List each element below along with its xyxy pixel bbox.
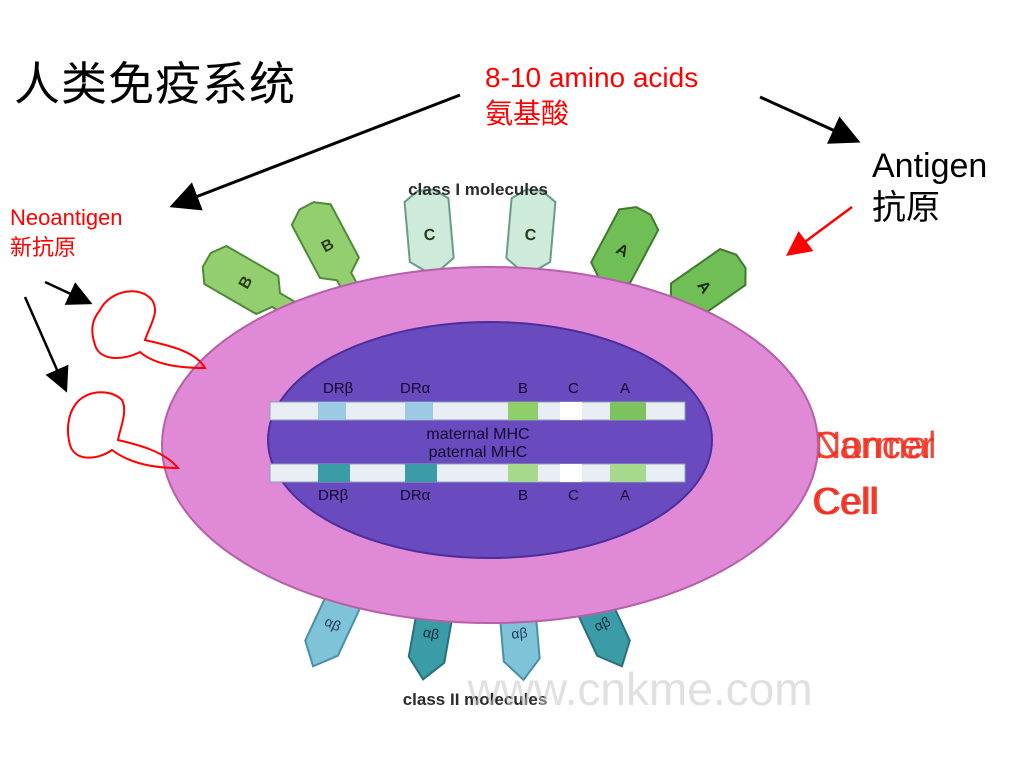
slide-title: 人类免疫系统 xyxy=(14,57,296,111)
neoantigen-shape xyxy=(91,290,207,370)
gene-label-top: DRβ xyxy=(323,380,354,397)
red-arrow-antigen xyxy=(785,205,853,256)
class1-molecule: B xyxy=(290,201,365,304)
amino-acids-line1: 8-10 amino acids xyxy=(485,62,699,93)
maternal-mhc-label: maternal MHC xyxy=(426,426,529,443)
antigen-label: Antigen 抗原 xyxy=(872,145,987,229)
gene-label-bottom: C xyxy=(568,487,579,504)
class2-label: αβ xyxy=(591,613,612,634)
class2-label: αβ xyxy=(422,624,441,643)
gene-label-bottom: DRα xyxy=(400,487,431,504)
paternal-mhc-strip xyxy=(269,463,686,483)
class2-label: αβ xyxy=(511,624,528,641)
neoantigen-line2: 新抗原 xyxy=(10,235,77,260)
cell-nucleus xyxy=(267,321,713,559)
class2-label: αβ xyxy=(322,613,343,634)
cancer-cell-label: Cancer Cell xyxy=(812,418,935,530)
cancer-cell-line1: Cancer xyxy=(812,425,935,467)
arrow-to-neoantigen xyxy=(169,93,461,211)
gene-label-top: C xyxy=(568,380,579,397)
gene-label-top: B xyxy=(518,380,528,397)
class1-label: C xyxy=(524,227,537,245)
cancer-cell-line2: Cell xyxy=(812,481,878,523)
gene-label-top: DRα xyxy=(400,380,431,397)
normal-cell-line1: Normal xyxy=(814,425,937,467)
watermark: www.cnkme.com xyxy=(466,663,812,715)
neoantigen-line1: Neoantigen xyxy=(10,205,123,230)
gene-label-bottom: B xyxy=(518,487,528,504)
neoantigen-shape xyxy=(66,391,181,470)
class2-caption: class II molecules xyxy=(403,690,548,709)
class1-caption: class I molecules xyxy=(408,180,548,199)
arrow-to-antigen xyxy=(759,95,861,144)
maternal-mhc-strip xyxy=(269,401,686,421)
class1-molecule: B xyxy=(201,244,303,321)
antigen-line2: 抗原 xyxy=(872,189,940,227)
amino-acids-line2: 氨基酸 xyxy=(485,98,570,129)
gene-label-bottom: A xyxy=(620,487,630,504)
normal-cell-line2: Cell xyxy=(814,481,880,523)
neoantigen-label: Neoantigen 新抗原 xyxy=(10,203,123,263)
amino-acids-label: 8-10 amino acids 氨基酸 xyxy=(485,60,698,132)
arrow-neoantigen-2 xyxy=(23,296,69,393)
paternal-mhc-label: paternal MHC xyxy=(429,444,528,461)
gene-label-top: A xyxy=(620,380,630,397)
antigen-line1: Antigen xyxy=(872,147,988,185)
class1-label: C xyxy=(423,227,436,245)
gene-label-bottom: DRβ xyxy=(318,487,349,504)
normal-cell-label: Normal Cell xyxy=(814,418,936,530)
arrow-neoantigen-1 xyxy=(44,280,93,305)
